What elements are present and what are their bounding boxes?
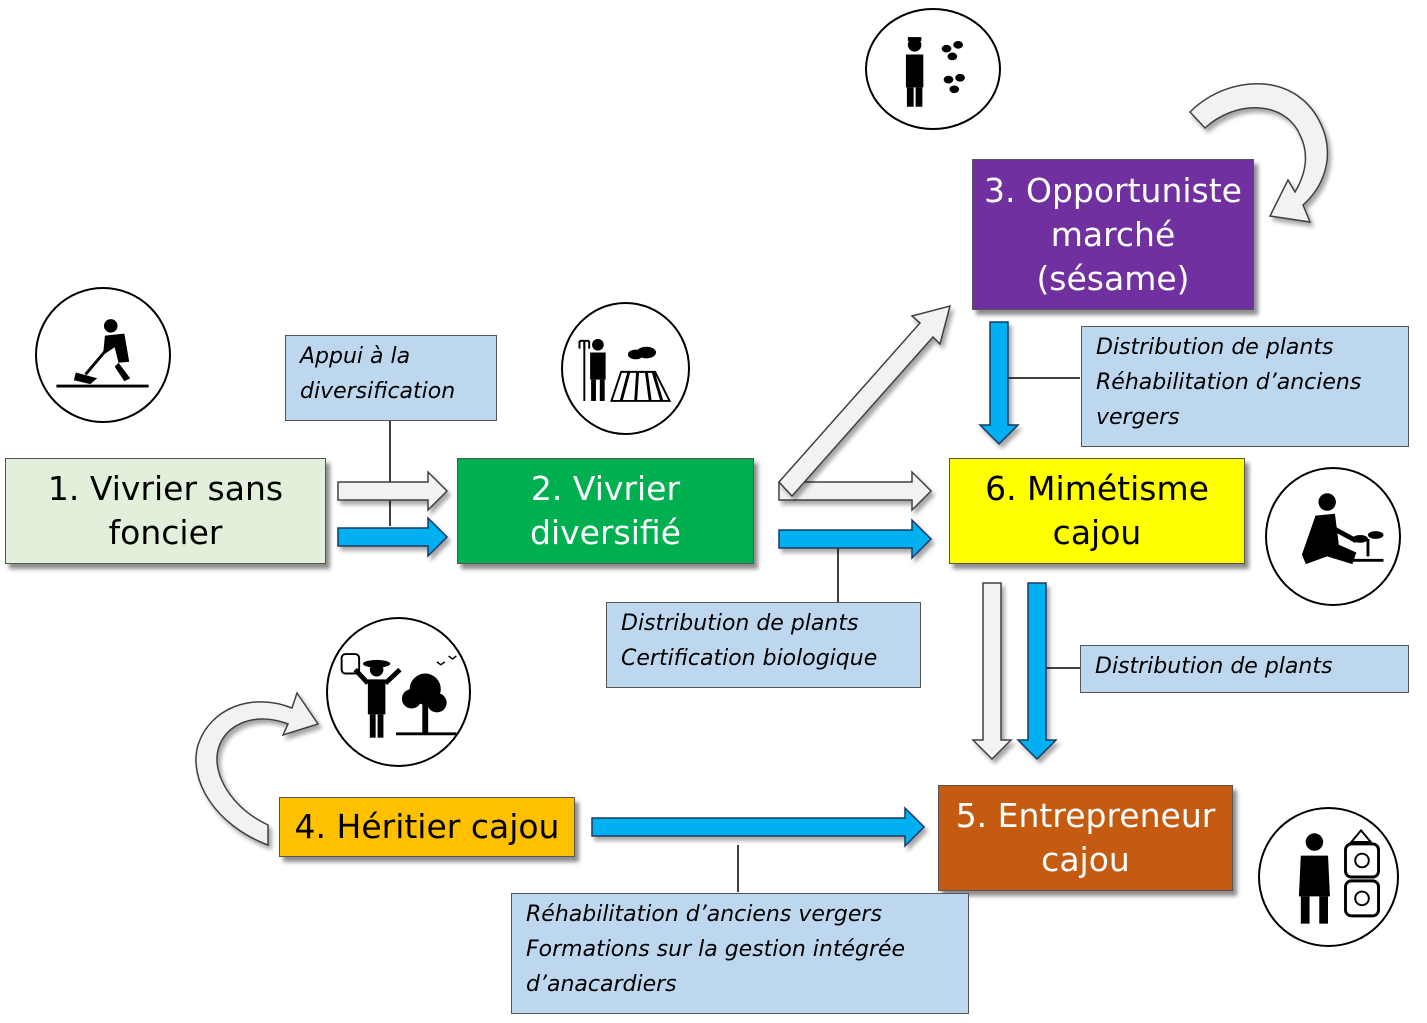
stage-5-entrepreneur-cajou: 5. Entrepreneur cajou [938, 785, 1233, 891]
stage-3-line-1: 3. Opportuniste [984, 170, 1242, 210]
stage-6-line-1: 6. Mimétisme [985, 469, 1209, 508]
farmer-field-icon [561, 302, 690, 435]
note-distribution-rehabilitation: Distribution de plants Réhabilitation d’… [1081, 326, 1409, 447]
stage-3-line-2: marché [1050, 214, 1176, 254]
arrow-grey-1-to-2 [337, 470, 449, 512]
note-2-line-1: Distribution de plants [621, 611, 859, 636]
stage-2-vivrier-diversifie: 2. Vivrier diversifié [457, 458, 754, 564]
note-3-line-3: vergers [1096, 405, 1180, 430]
entrepreneur-bags-icon [1258, 807, 1399, 947]
arrow-blue-4-to-5 [591, 806, 926, 848]
stage-2-line-2: diversifié [530, 513, 681, 552]
note-connectors [389, 377, 1080, 892]
arrow-blue-2-to-6 [778, 518, 933, 560]
note-3-line-1: Distribution de plants [1096, 335, 1334, 360]
stage-4-line-1: 4. Héritier cajou [294, 807, 560, 846]
stage-5-line-1: 5. Entrepreneur [955, 796, 1216, 835]
stage-6-mimetisme-cajou: 6. Mimétisme cajou [949, 458, 1245, 564]
note-2-line-2: Certification biologique [621, 646, 878, 671]
arrow-blue-3-to-6 [978, 321, 1020, 446]
arrow-blue-1-to-2 [337, 516, 449, 558]
note-5-line-1: Réhabilitation d’anciens vergers [526, 902, 882, 927]
note-distribution-certification: Distribution de plants Certification bio… [606, 602, 921, 688]
farmer-heir-icon [326, 617, 471, 767]
note-4-line-1: Distribution de plants [1095, 654, 1333, 679]
stage-3-line-3: (sésame) [1036, 258, 1190, 298]
stage-2-line-1: 2. Vivrier [530, 469, 681, 508]
note-1-line-2: diversification [300, 379, 456, 404]
stage-6-line-2: cajou [1052, 513, 1142, 552]
farmer-seeds-icon [865, 8, 1001, 130]
note-1-line-1: Appui à la [300, 344, 411, 369]
note-3-line-2: Réhabilitation d’anciens [1096, 370, 1362, 395]
stage-4-heritier-cajou: 4. Héritier cajou [279, 797, 575, 857]
arrow-blue-6-to-5 [1016, 582, 1058, 761]
note-5-line-2: Formations sur la gestion intégrée [526, 937, 906, 962]
farmer-planting-icon [1265, 467, 1401, 606]
note-5-line-3: d’anacardiers [526, 972, 677, 997]
stage-1-line-2: foncier [108, 513, 223, 552]
arrow-grey-2-to-3 [777, 304, 952, 498]
curved-arrow-stage-3 [1188, 83, 1329, 223]
note-distribution-plants: Distribution de plants [1080, 645, 1409, 693]
note-rehabilitation-formations: Réhabilitation d’anciens vergers Formati… [511, 893, 969, 1014]
stage-5-line-2: cajou [1041, 840, 1130, 879]
stage-1-line-1: 1. Vivrier sans [47, 469, 284, 508]
farmer-digging-icon [35, 287, 171, 423]
curved-arrow-stage-4 [195, 691, 320, 847]
stage-1-vivrier-sans-foncier: 1. Vivrier sans foncier [5, 458, 326, 564]
arrow-grey-2-to-6 [778, 470, 933, 512]
note-appui-diversification: Appui à la diversification [285, 335, 497, 421]
arrow-grey-6-to-5 [971, 582, 1013, 761]
